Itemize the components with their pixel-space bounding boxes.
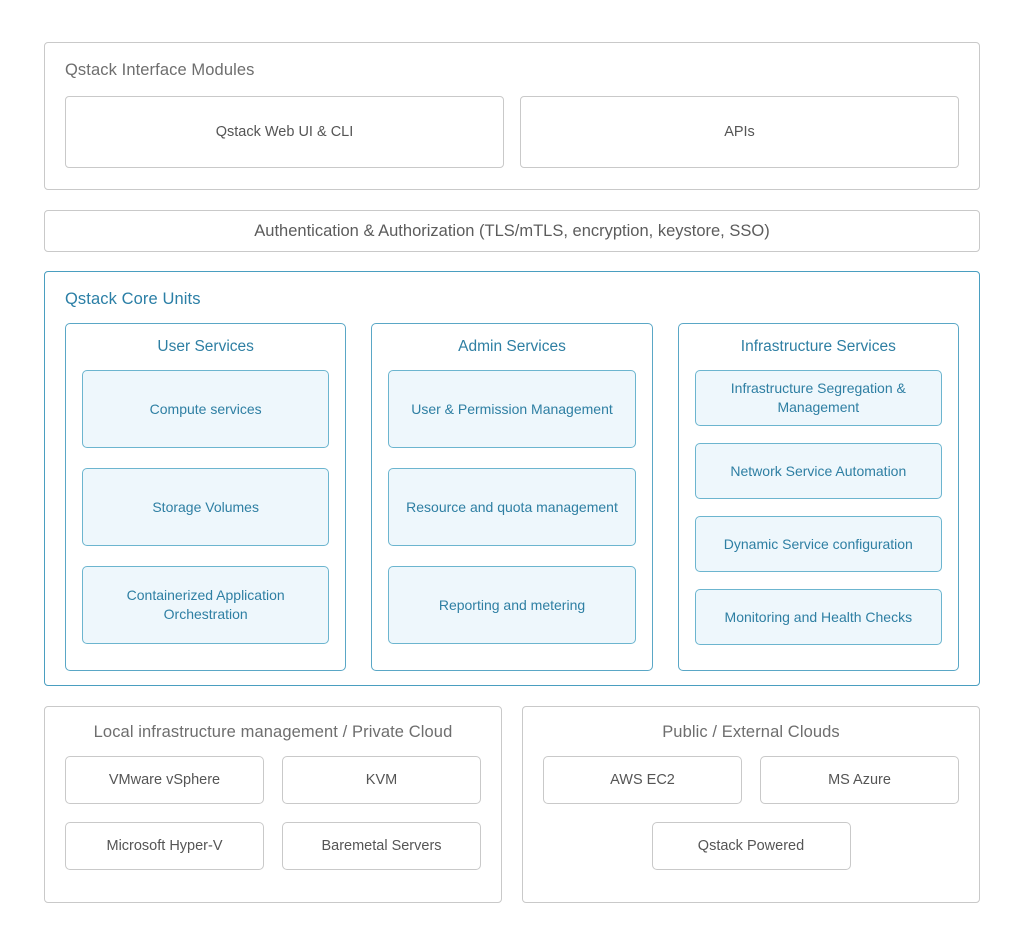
service-card-user-permission-management[interactable]: User & Permission Management bbox=[388, 370, 636, 448]
core-column-title-infrastructure-services: Infrastructure Services bbox=[740, 338, 896, 355]
cloud-tile-vmware-vsphere[interactable]: VMware vSphere bbox=[65, 756, 264, 804]
service-card-network-service-automation[interactable]: Network Service Automation bbox=[694, 443, 942, 499]
service-card-compute-services[interactable]: Compute services bbox=[82, 370, 330, 448]
service-card-resource-quota-management[interactable]: Resource and quota management bbox=[388, 468, 636, 546]
local-infrastructure-tiles: VMware vSphere KVM Microsoft Hyper-V Bar… bbox=[65, 756, 481, 870]
cloud-tile-qstack-powered[interactable]: Qstack Powered bbox=[651, 822, 851, 870]
core-column-title-user-services: User Services bbox=[157, 338, 254, 355]
core-units-columns: User Services Compute services Storage V… bbox=[65, 323, 959, 671]
interface-modules-section: Qstack Interface Modules Qstack Web UI &… bbox=[44, 42, 980, 190]
interface-tile-web-ui-cli[interactable]: Qstack Web UI & CLI bbox=[65, 96, 504, 168]
authentication-authorization-bar: Authentication & Authorization (TLS/mTLS… bbox=[44, 210, 980, 252]
service-card-storage-volumes[interactable]: Storage Volumes bbox=[82, 468, 330, 546]
public-clouds-tiles: AWS EC2 MS Azure Qstack Powered bbox=[543, 756, 959, 870]
cloud-tile-ms-azure[interactable]: MS Azure bbox=[760, 756, 959, 804]
public-clouds-title: Public / External Clouds bbox=[662, 723, 840, 741]
service-card-containerized-application-orchestration[interactable]: Containerized Application Orchestration bbox=[82, 566, 330, 644]
core-column-user-services: User Services Compute services Storage V… bbox=[65, 323, 347, 671]
service-card-reporting-and-metering[interactable]: Reporting and metering bbox=[388, 566, 636, 644]
cloud-tile-aws-ec2[interactable]: AWS EC2 bbox=[543, 756, 742, 804]
public-clouds-section: Public / External Clouds AWS EC2 MS Azur… bbox=[522, 706, 980, 903]
interface-tile-apis[interactable]: APIs bbox=[520, 96, 959, 168]
interface-modules-title: Qstack Interface Modules bbox=[65, 61, 255, 79]
cloud-tile-kvm[interactable]: KVM bbox=[282, 756, 481, 804]
service-card-monitoring-health-checks[interactable]: Monitoring and Health Checks bbox=[694, 589, 942, 645]
core-units-title: Qstack Core Units bbox=[65, 290, 201, 308]
local-infrastructure-section: Local infrastructure management / Privat… bbox=[44, 706, 502, 903]
cloud-tile-microsoft-hyper-v[interactable]: Microsoft Hyper-V bbox=[65, 822, 264, 870]
core-column-infrastructure-services: Infrastructure Services Infrastructure S… bbox=[677, 323, 959, 671]
interface-modules-tile-row: Qstack Web UI & CLI APIs bbox=[65, 96, 959, 168]
service-card-infrastructure-segregation-management[interactable]: Infrastructure Segregation & Management bbox=[694, 370, 942, 426]
infrastructure-row: Local infrastructure management / Privat… bbox=[44, 706, 980, 903]
local-infrastructure-title: Local infrastructure management / Privat… bbox=[93, 723, 453, 741]
core-units-section: Qstack Core Units User Services Compute … bbox=[44, 271, 980, 686]
core-column-title-admin-services: Admin Services bbox=[458, 338, 566, 355]
service-card-dynamic-service-configuration[interactable]: Dynamic Service configuration bbox=[694, 516, 942, 572]
core-column-admin-services: Admin Services User & Permission Managem… bbox=[371, 323, 653, 671]
cloud-tile-baremetal-servers[interactable]: Baremetal Servers bbox=[282, 822, 481, 870]
